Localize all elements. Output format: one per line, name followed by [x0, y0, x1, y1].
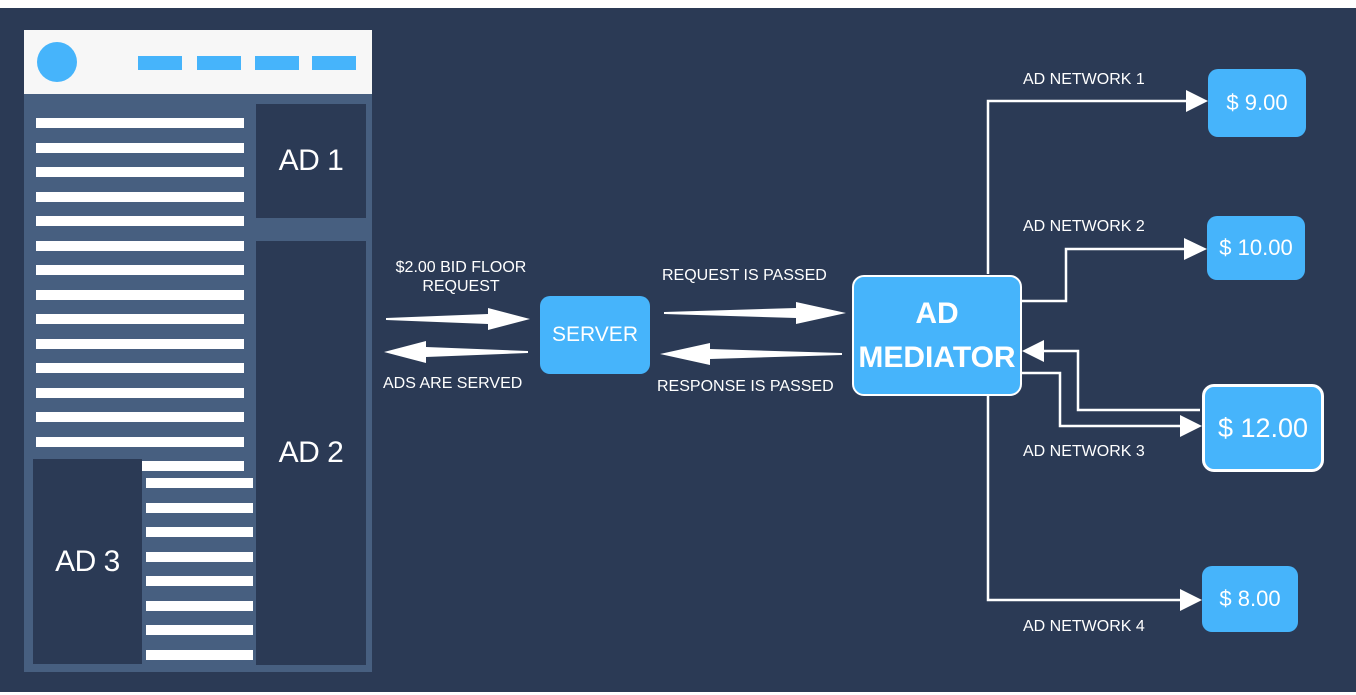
connector-network-4 — [986, 394, 1180, 602]
arrow-ads-served — [384, 341, 528, 363]
diagram-canvas: AD 1 AD 2 AD 3 $2.00 BID FLOO — [0, 8, 1356, 692]
server-node: SERVER — [540, 296, 650, 374]
text-line — [36, 265, 244, 275]
text-line — [36, 118, 244, 128]
arrow-bid-request — [386, 308, 530, 330]
text-line — [36, 338, 244, 349]
mediator-label-line2: MEDIATOR — [858, 340, 1016, 374]
nav-menu-item — [197, 56, 241, 70]
ad-slot-1: AD 1 — [256, 104, 366, 218]
text-line — [36, 240, 244, 251]
text-line — [36, 191, 244, 202]
bid-floor-label: $2.00 BID FLOOR — [395, 259, 527, 276]
arrowhead-mediator-return — [1022, 340, 1044, 362]
content-text-lines — [146, 478, 253, 668]
connector-network-1 — [986, 99, 1188, 274]
ad-slot-2: AD 2 — [256, 241, 366, 665]
text-line — [36, 436, 244, 447]
text-line — [146, 649, 253, 660]
connector-network-2 — [1020, 247, 1186, 303]
logo-circle-icon — [37, 42, 77, 82]
text-line — [36, 289, 244, 300]
nav-menu-item — [312, 56, 356, 70]
text-line — [146, 502, 253, 513]
network-4-label: AD NETWORK 4 — [1023, 618, 1145, 635]
text-line — [146, 600, 253, 611]
text-line — [146, 576, 253, 586]
text-line — [36, 314, 244, 324]
arrow-response-passed — [660, 343, 842, 365]
nav-menu-item — [138, 56, 182, 70]
text-line — [146, 625, 253, 635]
request-label: REQUEST — [422, 278, 500, 295]
mediator-label-line1: AD — [915, 296, 959, 330]
ad-slot-3: AD 3 — [33, 459, 142, 664]
response-passed-label: RESPONSE IS PASSED — [657, 378, 834, 395]
connector-network-3-response — [1040, 349, 1200, 412]
text-line — [146, 478, 253, 488]
nav-menu-item — [255, 56, 299, 70]
network-2-bid: $ 10.00 — [1207, 216, 1305, 280]
publisher-page: AD 1 AD 2 AD 3 — [24, 30, 372, 672]
text-line — [36, 216, 244, 226]
arrowhead-network-3 — [1180, 415, 1202, 437]
arrowhead-network-2 — [1184, 238, 1207, 260]
request-passed-label: REQUEST IS PASSED — [662, 267, 827, 284]
text-line — [36, 142, 244, 153]
connector-network-3-request — [1020, 371, 1183, 428]
arrowhead-network-1 — [1186, 90, 1208, 112]
network-3-label: AD NETWORK 3 — [1023, 443, 1145, 460]
text-line — [146, 551, 253, 562]
bid-floor-request-label: $2.00 BID FLOOR REQUEST — [376, 258, 546, 296]
arrowhead-network-4 — [1180, 589, 1202, 611]
text-line — [36, 167, 244, 177]
connector-lines — [384, 90, 1208, 611]
network-1-label: AD NETWORK 1 — [1023, 71, 1145, 88]
text-line — [36, 412, 244, 422]
page-header-bar — [24, 30, 372, 94]
network-4-bid: $ 8.00 — [1202, 566, 1298, 632]
text-line — [36, 363, 244, 373]
text-line — [36, 387, 244, 398]
network-3-winning-bid: $ 12.00 — [1202, 384, 1324, 472]
network-2-label: AD NETWORK 2 — [1023, 218, 1145, 235]
network-1-bid: $ 9.00 — [1208, 69, 1306, 137]
arrow-request-passed — [664, 302, 846, 324]
ad-mediator-node: AD MEDIATOR — [852, 275, 1022, 396]
text-line — [146, 527, 253, 537]
ads-served-label: ADS ARE SERVED — [383, 375, 523, 392]
